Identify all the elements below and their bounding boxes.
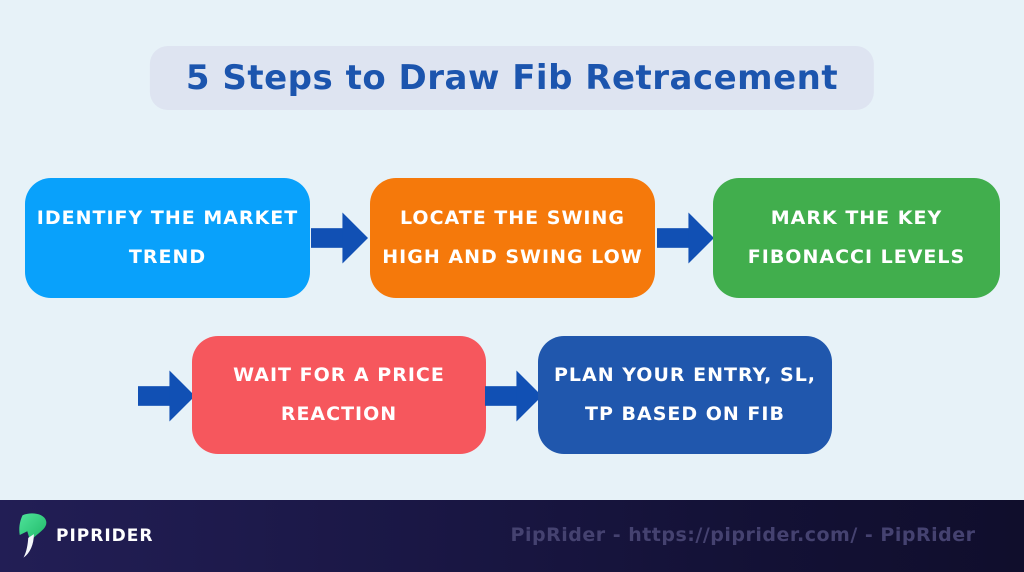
arrow-right-icon: [311, 212, 368, 264]
step-3-mark-fib-levels: MARK THE KEY FIBONACCI LEVELS: [713, 178, 1000, 298]
arrow-right-icon: [485, 370, 542, 422]
page-title: 5 Steps to Draw Fib Retracement: [149, 46, 875, 110]
footer-bar: PIPRIDER PipRider - https://piprider.com…: [0, 500, 1024, 572]
arrow-right-icon: [657, 212, 714, 264]
brand-name: PIPRIDER: [56, 526, 154, 546]
step-2-locate-swing: LOCATE THE SWING HIGH AND SWING LOW: [370, 178, 655, 298]
arrow-right-icon: [138, 370, 195, 422]
piprider-logo-icon: [16, 512, 48, 560]
step-1-identify-trend: IDENTIFY THE MARKET TREND: [25, 178, 310, 298]
step-5-plan-entry-sl-tp: PLAN YOUR ENTRY, SL, TP BASED ON FIB: [538, 336, 832, 454]
footer-caption: PipRider - https://piprider.com/ - PipRi…: [510, 524, 976, 546]
step-4-wait-price-reaction: WAIT FOR A PRICE REACTION: [192, 336, 486, 454]
